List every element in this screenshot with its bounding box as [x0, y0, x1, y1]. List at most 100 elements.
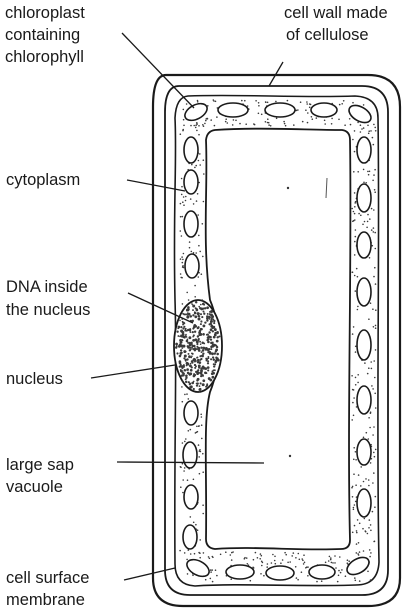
cytoplasm-dot: [370, 552, 372, 554]
cytoplasm-dot: [353, 415, 355, 417]
cytoplasm-dot: [275, 101, 277, 103]
cytoplasm-dot: [357, 276, 359, 278]
nucleus-dot: [179, 365, 181, 367]
nucleus-dot: [192, 328, 194, 330]
nucleus-dot: [198, 313, 200, 315]
nucleus-dot: [198, 334, 201, 337]
cytoplasm-dot: [355, 377, 357, 379]
cytoplasm-dot: [368, 367, 370, 369]
cytoplasm-dot: [355, 580, 357, 582]
nucleus-dot: [212, 330, 214, 332]
cytoplasm-dot: [194, 311, 196, 313]
cytoplasm-dot: [372, 388, 374, 390]
cytoplasm-dot: [230, 578, 232, 580]
cytoplasm-dot: [195, 524, 197, 526]
cytoplasm-dot: [209, 558, 211, 560]
cytoplasm-dot: [198, 160, 200, 162]
cytoplasm-dot: [203, 125, 205, 127]
cytoplasm-dot: [365, 478, 367, 480]
label-line: cell wall made: [284, 4, 388, 22]
label-line: containing: [5, 26, 80, 44]
nucleus-dot: [216, 336, 218, 338]
cytoplasm-dot: [189, 342, 191, 344]
chloroplast: [184, 485, 198, 509]
cytoplasm-dot: [190, 429, 192, 431]
cytoplasm-dot: [373, 276, 375, 278]
cytoplasm-dot: [354, 241, 356, 243]
cytoplasm-dot: [374, 393, 376, 395]
cytoplasm-dot: [198, 552, 200, 554]
cytoplasm-dot: [225, 118, 227, 120]
cytoplasm-dot: [367, 221, 369, 223]
cytoplasm-dot: [202, 124, 204, 126]
cytoplasm-dot: [366, 432, 368, 434]
cytoplasm-dot: [357, 553, 359, 555]
cytoplasm-dot: [179, 550, 181, 552]
cytoplasm-dot: [321, 580, 323, 582]
cytoplasm-dot: [339, 556, 341, 558]
nucleus-dot: [179, 362, 182, 365]
cytoplasm-dot: [181, 277, 183, 279]
cytoplasm-dot: [374, 506, 376, 508]
cytoplasm-dot: [182, 492, 184, 494]
cytoplasm-dot: [355, 384, 357, 386]
nucleus-dot: [216, 346, 218, 348]
cytoplasm-dot: [353, 507, 355, 509]
cytoplasm-dot: [202, 513, 204, 515]
leader-membrane: [124, 568, 175, 580]
cytoplasm-dot: [180, 369, 182, 371]
cytoplasm-dot: [362, 224, 364, 226]
nucleus-dot: [206, 306, 209, 309]
cytoplasm-dot: [299, 559, 301, 561]
cytoplasm-dot: [259, 558, 261, 560]
cytoplasm-dot: [198, 425, 200, 427]
nucleus-dot: [201, 328, 203, 330]
cytoplasm-dot: [300, 101, 302, 103]
label-line: cell surface: [6, 569, 89, 587]
cytoplasm-dot: [352, 532, 354, 534]
nucleus-dot: [198, 318, 201, 321]
chloroplast: [357, 489, 371, 517]
nucleus-dot: [192, 353, 194, 355]
cytoplasm-dot: [353, 509, 355, 511]
cytoplasm-dot: [180, 486, 182, 488]
nucleus-dot: [200, 358, 202, 360]
cytoplasm-dot: [358, 542, 360, 544]
nucleus-dot: [206, 319, 208, 321]
cytoplasm-dot: [324, 120, 326, 122]
nucleus-dot: [186, 338, 188, 340]
cytoplasm-dot: [334, 562, 336, 564]
label-cytoplasm: cytoplasm: [6, 171, 80, 189]
cytoplasm-dot: [197, 101, 199, 103]
nucleus-dot: [181, 352, 183, 354]
cytoplasm-dot: [190, 125, 192, 127]
nucleus-dot: [208, 377, 211, 380]
nucleus-dot: [210, 348, 212, 350]
cytoplasm-dot: [204, 123, 206, 125]
nucleus-dot: [176, 331, 178, 333]
nucleus-dot: [202, 379, 205, 382]
nucleus-dot: [193, 358, 195, 360]
cytoplasm-dot: [182, 463, 184, 465]
cytoplasm-dot: [190, 553, 192, 555]
cytoplasm-dot: [331, 118, 333, 120]
cytoplasm-dot: [196, 357, 198, 359]
cytoplasm-dot: [186, 336, 188, 338]
chloroplast: [357, 137, 371, 163]
cytoplasm-dot: [198, 306, 200, 308]
cytoplasm-dot: [183, 196, 185, 198]
cytoplasm-dot: [297, 109, 299, 111]
leader-dna: [128, 293, 193, 323]
cytoplasm-dot: [189, 247, 191, 249]
cytoplasm-dot: [375, 130, 377, 132]
nucleus-dot: [183, 357, 185, 359]
cytoplasm-dot: [203, 159, 205, 161]
cytoplasm-dot: [301, 558, 303, 560]
chloroplast: [311, 103, 337, 117]
cytoplasm-dot: [352, 496, 354, 498]
cytoplasm-dot: [365, 530, 367, 532]
nucleus-dot: [206, 315, 208, 317]
label-line: nucleus: [6, 370, 63, 388]
cytoplasm-dot: [330, 559, 332, 561]
cytoplasm-dot: [373, 124, 375, 126]
